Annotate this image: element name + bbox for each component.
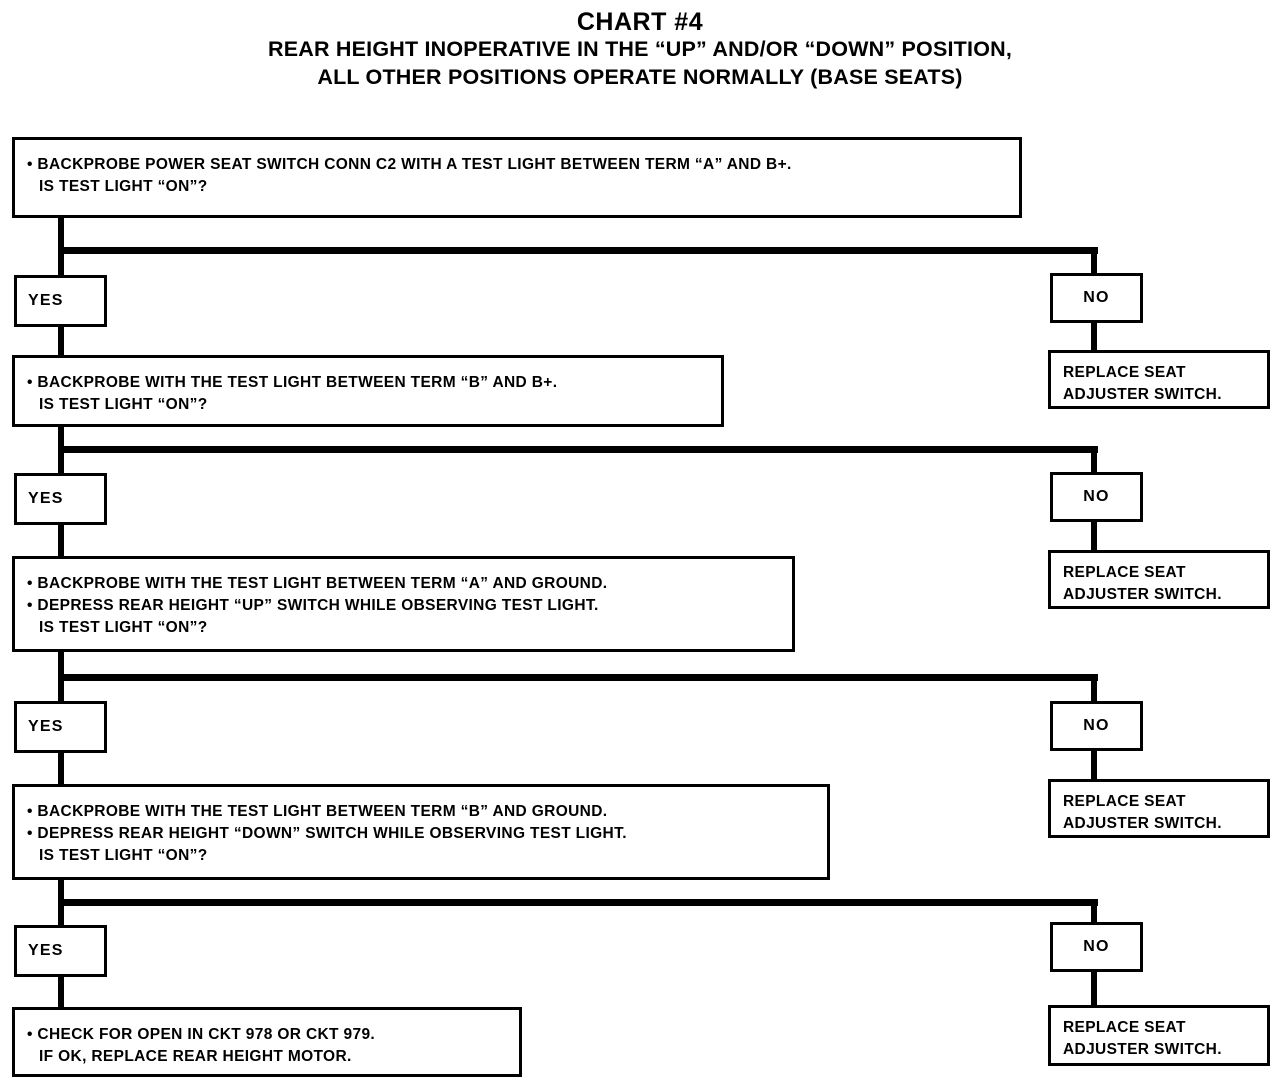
connector-step-2-stem: [58, 427, 64, 451]
connector-step-2-branch: [58, 446, 1098, 453]
yes-box-step-4: YES: [14, 925, 107, 977]
connector-step-3-stem: [58, 652, 64, 680]
action-step-1-line-2: ADJUSTER SWITCH.: [1063, 386, 1222, 403]
chart-title: CHART #4: [576, 8, 704, 36]
action-box-step-2: REPLACE SEAT ADJUSTER SWITCH.: [1048, 550, 1270, 609]
connector-yes-4-to-final: [58, 977, 64, 1008]
connector-step-2-no-drop: [1091, 446, 1097, 474]
connector-step-3-no-drop: [1091, 674, 1097, 702]
connector-yes-3-to-step-4: [58, 753, 64, 785]
step-3-line-3: IS TEST LIGHT “ON”?: [39, 619, 208, 636]
connector-step-3-no-to-action: [1091, 750, 1097, 781]
action-step-4-line-2: ADJUSTER SWITCH.: [1063, 1041, 1222, 1058]
connector-step-1-stem: [58, 218, 64, 252]
step-4-line-1: • BACKPROBE WITH THE TEST LIGHT BETWEEN …: [27, 803, 608, 820]
no-label-step-3: NO: [1083, 717, 1110, 734]
decision-box-step-3: • BACKPROBE WITH THE TEST LIGHT BETWEEN …: [12, 556, 795, 652]
no-label-step-1: NO: [1083, 289, 1110, 306]
connector-step-4-branch: [58, 899, 1098, 906]
no-box-step-1: NO: [1050, 273, 1143, 323]
connector-step-1-yes-drop: [58, 247, 64, 275]
connector-step-4-no-to-action: [1091, 971, 1097, 1006]
yes-label-step-2: YES: [28, 490, 64, 507]
connector-step-2-yes-drop: [58, 446, 64, 474]
final-line-1: • CHECK FOR OPEN IN CKT 978 OR CKT 979.: [27, 1026, 376, 1043]
chart-title-block: CHART #4 REAR HEIGHT INOPERATIVE IN THE …: [0, 8, 1280, 91]
yes-label-step-3: YES: [28, 718, 64, 735]
action-step-2-line-2: ADJUSTER SWITCH.: [1063, 586, 1222, 603]
yes-label-step-4: YES: [28, 942, 64, 959]
connector-step-1-no-drop: [1091, 247, 1097, 275]
yes-box-step-2: YES: [14, 473, 107, 525]
decision-box-step-2: • BACKPROBE WITH THE TEST LIGHT BETWEEN …: [12, 355, 724, 427]
final-line-2: IF OK, REPLACE REAR HEIGHT MOTOR.: [39, 1048, 352, 1065]
connector-yes-2-to-step-3: [58, 525, 64, 557]
step-1-line-1: • BACKPROBE POWER SEAT SWITCH CONN C2 WI…: [27, 156, 792, 173]
no-label-step-4: NO: [1083, 938, 1110, 955]
connector-step-3-branch: [58, 674, 1098, 681]
step-3-line-1: • BACKPROBE WITH THE TEST LIGHT BETWEEN …: [27, 575, 608, 592]
yes-box-step-1: YES: [14, 275, 107, 327]
step-4-line-2: • DEPRESS REAR HEIGHT “DOWN” SWITCH WHIL…: [27, 825, 627, 842]
action-step-3-line-1: REPLACE SEAT: [1063, 793, 1186, 810]
action-step-1-line-1: REPLACE SEAT: [1063, 364, 1186, 381]
connector-step-3-yes-drop: [58, 674, 64, 702]
chart-subtitle-line-1: REAR HEIGHT INOPERATIVE IN THE “UP” AND/…: [267, 37, 1013, 61]
step-1-line-2: IS TEST LIGHT “ON”?: [39, 178, 208, 195]
no-box-step-3: NO: [1050, 701, 1143, 751]
yes-box-step-3: YES: [14, 701, 107, 753]
action-box-step-3: REPLACE SEAT ADJUSTER SWITCH.: [1048, 779, 1270, 838]
connector-step-2-no-to-action: [1091, 521, 1097, 552]
decision-box-step-4: • BACKPROBE WITH THE TEST LIGHT BETWEEN …: [12, 784, 830, 880]
yes-label-step-1: YES: [28, 292, 64, 309]
step-2-line-2: IS TEST LIGHT “ON”?: [39, 396, 208, 413]
no-label-step-2: NO: [1083, 488, 1110, 505]
action-step-3-line-2: ADJUSTER SWITCH.: [1063, 815, 1222, 832]
final-action-box: • CHECK FOR OPEN IN CKT 978 OR CKT 979. …: [12, 1007, 522, 1077]
action-box-step-1: REPLACE SEAT ADJUSTER SWITCH.: [1048, 350, 1270, 409]
action-box-step-4: REPLACE SEAT ADJUSTER SWITCH.: [1048, 1005, 1270, 1066]
decision-box-step-1: • BACKPROBE POWER SEAT SWITCH CONN C2 WI…: [12, 137, 1022, 218]
connector-step-4-yes-drop: [58, 899, 64, 926]
step-4-line-3: IS TEST LIGHT “ON”?: [39, 847, 208, 864]
connector-step-1-no-to-action: [1091, 322, 1097, 352]
action-step-2-line-1: REPLACE SEAT: [1063, 564, 1186, 581]
step-3-line-2: • DEPRESS REAR HEIGHT “UP” SWITCH WHILE …: [27, 597, 599, 614]
connector-step-4-no-drop: [1091, 899, 1097, 926]
connector-step-1-branch: [58, 247, 1098, 254]
connector-yes-1-to-step-2: [58, 327, 64, 356]
connector-step-4-stem: [58, 880, 64, 906]
no-box-step-4: NO: [1050, 922, 1143, 972]
chart-subtitle-line-2: ALL OTHER POSITIONS OPERATE NORMALLY (BA…: [317, 64, 963, 89]
step-2-line-1: • BACKPROBE WITH THE TEST LIGHT BETWEEN …: [27, 374, 558, 391]
action-step-4-line-1: REPLACE SEAT: [1063, 1019, 1186, 1036]
no-box-step-2: NO: [1050, 472, 1143, 522]
